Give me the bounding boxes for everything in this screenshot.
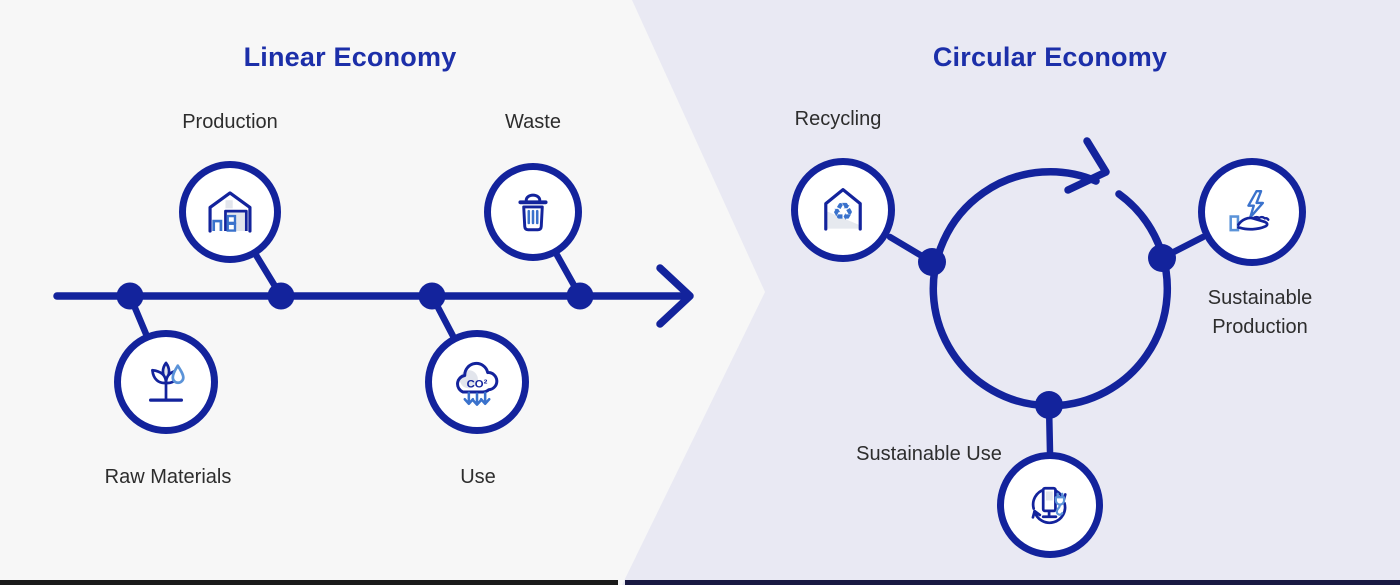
co2-cloud-icon: CO² [456, 361, 499, 406]
trash-icon [518, 193, 548, 232]
recycling-icon-circle: ♻ [791, 158, 895, 262]
arrowhead-right-icon [656, 264, 694, 328]
waste-label: Waste [505, 111, 561, 133]
recycling-label: Recycling [794, 108, 882, 130]
linear-economy-title: Linear Economy [243, 42, 457, 72]
raw-materials-icon-circle [114, 330, 218, 434]
ev-charging-icon [1031, 486, 1067, 525]
bottom-rule-left [0, 580, 618, 585]
use-icon-circle: CO² [425, 330, 529, 434]
open-hand-icon [1237, 216, 1269, 231]
raw-materials-label: Raw Materials [104, 466, 232, 488]
linear-flow-arrow [53, 251, 694, 340]
sustainable-production-icon-circle [1198, 158, 1306, 266]
co2-label: CO² [467, 378, 488, 390]
production-icon-circle [179, 161, 281, 263]
plant-droplet-icon [149, 361, 185, 402]
circular-flow-loop [886, 137, 1207, 456]
sustainable-use-label: Sustainable Use [856, 443, 1002, 465]
production-label: Production [182, 111, 278, 133]
loop-arrowhead-icon [1064, 137, 1110, 194]
recycle-symbol-icon: ♻ [832, 197, 854, 226]
water-droplet-icon [171, 364, 185, 385]
bottom-rule-right [625, 580, 1400, 585]
sustainable-use-icon-circle [997, 452, 1103, 558]
circular-economy-title: Circular Economy [932, 42, 1168, 72]
hand-energy-icon [1229, 189, 1270, 232]
lightning-bolt-icon [1247, 189, 1265, 219]
waste-icon-circle [484, 163, 582, 261]
recycle-house-icon: ♻ [824, 188, 862, 231]
sustainable-production-label: Sustainable Production [1207, 287, 1313, 338]
use-label: Use [460, 466, 496, 488]
factory-icon [208, 191, 252, 233]
